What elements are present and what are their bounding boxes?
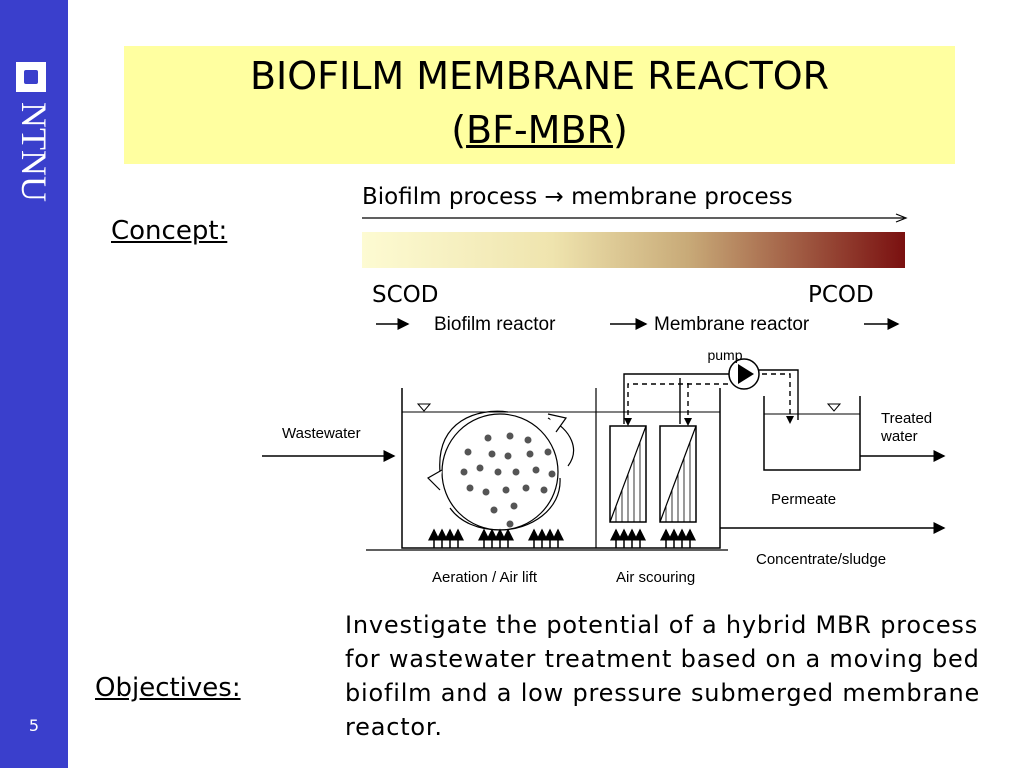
scod-label: SCOD — [372, 282, 439, 308]
carrier — [506, 520, 514, 528]
title-open-paren: ( — [451, 108, 467, 152]
carrier — [476, 464, 484, 472]
title-abbrev: BF-MBR — [466, 108, 613, 152]
page-number: 5 — [28, 716, 40, 735]
permeate-water-level-icon — [826, 403, 842, 412]
water-level-icon — [416, 403, 432, 412]
membrane-reactor-label: Membrane reactor — [654, 314, 810, 335]
pump-label: pump — [707, 347, 742, 363]
gradient-bar — [362, 232, 905, 268]
process-label-end: membrane process — [571, 184, 793, 210]
permeate-arrowhead-1 — [624, 418, 632, 426]
carrier — [544, 448, 552, 456]
wastewater-label: Wastewater — [282, 425, 361, 442]
biofilm-reactor-label: Biofilm reactor — [434, 314, 556, 335]
carrier — [540, 486, 548, 494]
circulation-arrowhead-left — [427, 469, 443, 491]
carrier — [512, 468, 520, 476]
concentrate-label: Concentrate/sludge — [756, 551, 886, 568]
membrane-module-2 — [659, 425, 697, 523]
ntnu-logo-text: NTNU — [14, 102, 54, 202]
carrier — [522, 484, 530, 492]
process-arrow-icon: → — [544, 184, 564, 210]
carrier — [482, 488, 490, 496]
concept-label: Concept: — [111, 216, 228, 246]
carrier — [526, 450, 534, 458]
carrier — [524, 436, 532, 444]
circulation-arrow-bottom — [449, 477, 561, 531]
title-box: BIOFILM MEMBRANE REACTOR (BF-MBR) — [124, 46, 955, 164]
carrier — [460, 468, 468, 476]
process-label-start: Biofilm process — [362, 184, 538, 210]
process-line-arrowhead — [895, 213, 908, 223]
carrier — [490, 506, 498, 514]
title-close-paren: ) — [612, 108, 628, 152]
main-tank — [401, 388, 721, 549]
carrier — [494, 468, 502, 476]
aeration-arrows — [428, 528, 564, 548]
carrier — [484, 434, 492, 442]
aeration-label: Aeration / Air lift — [432, 569, 538, 586]
permeate-tank — [763, 396, 861, 471]
pcod-label: PCOD — [808, 282, 874, 308]
biofilm-carriers — [460, 432, 556, 528]
air-scouring-label: Air scouring — [616, 569, 695, 586]
objectives-label: Objectives: — [95, 673, 241, 703]
permeate-arrowhead-3 — [786, 416, 794, 424]
treated-water-label-1: Treated — [881, 410, 932, 427]
carrier — [464, 448, 472, 456]
slide: BIOFILM MEMBRANE REACTOR (BF-MBR) Concep… — [68, 0, 1024, 768]
carrier — [504, 452, 512, 460]
recirculation-lines — [623, 369, 799, 424]
title-line2: (BF-MBR) — [124, 108, 955, 152]
ntnu-logo-icon — [16, 62, 46, 92]
permeate-label: Permeate — [771, 491, 836, 508]
pump-triangle — [738, 364, 754, 384]
logo-text: NTNU — [14, 102, 54, 202]
carrier — [510, 502, 518, 510]
permeate-lines — [627, 373, 791, 424]
air-scouring-arrows — [610, 528, 696, 548]
carrier — [502, 486, 510, 494]
carrier — [466, 484, 474, 492]
carrier — [506, 432, 514, 440]
circulation-arrowhead-right — [547, 413, 568, 433]
permeate-arrowhead-2 — [684, 418, 692, 426]
objectives-text: Investigate the potential of a hybrid MB… — [345, 611, 981, 741]
carrier — [548, 470, 556, 478]
process-text: Biofilm process → membrane process — [362, 184, 793, 210]
membrane-module-1 — [609, 425, 647, 523]
sidebar: NTNU 5 — [0, 0, 68, 768]
concept-diagram: pump Wastewater Treated water Permeate C… — [262, 213, 946, 586]
treated-water-label-2: water — [880, 428, 918, 445]
title-line1: BIOFILM MEMBRANE REACTOR — [249, 54, 830, 98]
carrier — [532, 466, 540, 474]
carrier — [488, 450, 496, 458]
